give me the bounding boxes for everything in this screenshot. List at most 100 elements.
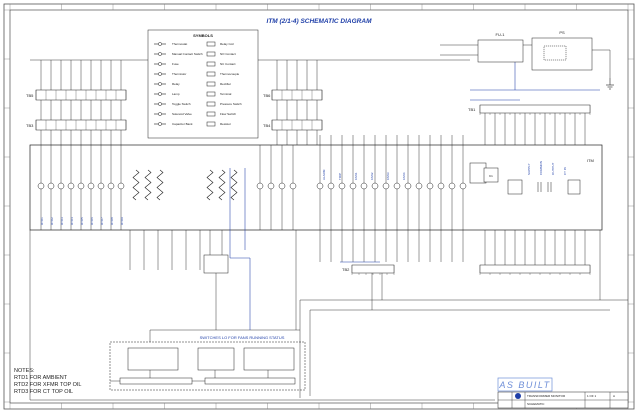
terminal-block-tb1-lower [479,264,591,274]
legend-label-right: NO Contact [220,52,236,56]
terminal-point [415,182,423,190]
terminal-point [426,182,434,190]
fuse-label: FU-1 [496,32,506,37]
legend-label-left: Relay [172,82,180,86]
vertical-label: OUTPUT [551,163,555,176]
legend-label-left: Solenoid Valve [172,112,192,116]
legend-symbol-left: Capacitor Bank [154,122,193,126]
ground-icon [606,78,614,90]
terminal-point [289,182,297,190]
relay-k1: K1 [483,167,499,183]
fuse-box: FU-1 [477,32,524,63]
legend-symbol-right: NO Contact [206,51,236,57]
terminal-point [117,182,125,190]
vertical-label: RTD6 [90,217,94,225]
vertical-label: ALARM [322,169,326,180]
legend-symbol-left: Manual Contact Switch [154,52,203,56]
vertical-label: FAN2 [370,172,374,180]
notes-heading: NOTES: [14,368,35,374]
terminal-point [382,182,390,190]
note-2: RTD2 FOR XFMR TOP OIL [14,382,81,388]
legend-label-left: Thermostat [172,42,187,46]
vertical-label: SUPPLY [527,163,531,175]
power-supply-box: PS [531,30,593,71]
tb6-label: TB6 [263,93,271,98]
terminal-point [37,182,45,190]
terminal-point [327,182,335,190]
as-built-text: AS BUILT [498,380,550,390]
legend-label-right: Resistor [220,122,231,126]
vertical-label: RTD2 [50,217,54,225]
drawing-name: SCHEMATIC [527,402,545,406]
terminal-point [256,182,264,190]
legend-symbol-right: Resistor [206,121,231,127]
vertical-label: TRIP [338,173,342,180]
vertical-label: RTD3 [60,217,64,225]
legend-label-left: Manual Contact Switch [172,52,203,56]
terminal-point [459,182,467,190]
converter-module [469,162,487,184]
terminal-point [47,182,55,190]
sensor-terminal-row [37,145,487,230]
terminal-point [77,182,85,190]
legend-symbol-right: Relay Coil [206,41,234,47]
wiring [29,44,628,401]
diagram-title: ITM (2/1-4) SCHEMATIC DIAGRAM [267,18,373,25]
company-name: TRANSFORMER MONITOR [527,394,566,398]
vertical-label: RTD4 [70,217,74,225]
note-3: RTD3 FOR CT TOP OIL [14,389,73,395]
legend-label-left: Fuse [172,62,179,66]
terminal-point [267,182,275,190]
legend-label-left: Thermistor [172,72,186,76]
ps-label: PS [559,30,565,35]
tb4-label: TB4 [263,123,271,128]
legend-label-right: Thermocouple [220,72,240,76]
legend-symbol-left: Lamp [154,92,180,96]
terminal-point [97,182,105,190]
vertical-label: FAN3 [386,172,390,180]
terminal-point [349,182,357,190]
legend-symbol-right: Pressure Switch [206,101,242,107]
legend-symbol-left: Solenoid Valve [154,112,192,116]
legend-right-column: Relay Coil NO Contact NC ContactThermocoup… [206,41,242,127]
symbols-heading: SYMBOLS [193,33,213,38]
vertical-label: CT IN [563,167,567,175]
vertical-label: FAN1 [354,172,358,180]
fan-switch-panel: SWITCHES LO FOR FANS RUNNING STATUS [109,335,306,391]
itm-module: ITM [29,144,603,231]
legend-label-right: Flow Switch [220,112,236,116]
legend-symbol-right: Thermocouple [206,71,240,77]
revision: A [613,394,615,398]
legend-label-right: Terminal [220,92,232,96]
notes: NOTES: RTD1 FOR AMBIENT RTD2 FOR XFMR TO… [14,368,81,395]
terminal-block-tb2: TB2 [342,264,395,274]
legend-label-right: Relay Coil [220,42,234,46]
terminal-block-tb1: TB1 [468,104,591,114]
vertical-label: RTD7 [100,217,104,225]
legend-label-right: NC Contact [220,62,236,66]
terminal-point [338,182,346,190]
terminal-point [87,182,95,190]
legend-label-left: Toggle Switch [172,102,191,106]
terminal-point [107,182,115,190]
legend-symbol-right: Flow Switch [206,111,236,117]
legend-label-left: Lamp [172,92,180,96]
sheet-number: 1 OF 1 [587,394,597,398]
terminal-point [67,182,75,190]
vertical-label: RTD1 [40,217,44,225]
tb5-label: TB5 [26,93,34,98]
legend-symbol-left: Thermistor [154,72,186,76]
terminal-point [57,182,65,190]
terminal-point [437,182,445,190]
resistor-group [132,169,238,201]
aux-device [203,254,229,274]
legend-symbol-right: NC Contact [206,61,236,67]
vertical-label: COMMON [539,161,543,175]
as-built-stamp: AS BUILT [497,377,553,392]
tb1-label: TB1 [468,107,476,112]
legend-symbol-right: Terminal [206,91,232,97]
terminal-point [360,182,368,190]
